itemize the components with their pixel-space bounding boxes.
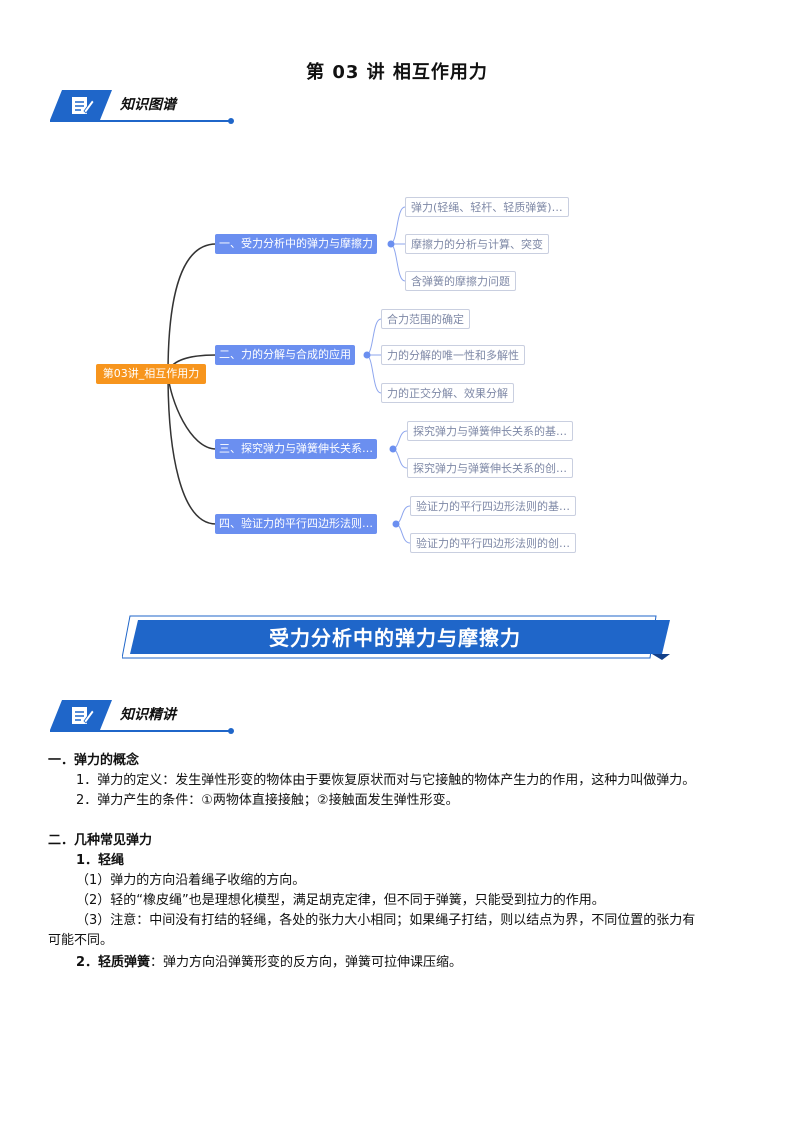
mindmap-leaf: 验证力的平行四边形法则的创…	[410, 533, 576, 553]
inline-text: ：弹力方向沿弹簧形变的反方向，弹簧可拉伸课压缩。	[150, 955, 463, 970]
paragraph: 2．弹力产生的条件：①两物体直接接触；②接触面发生弹性形变。	[76, 793, 459, 808]
heading-s2: 二．几种常见弹力	[48, 833, 153, 848]
notepad-pencil-icon	[70, 94, 94, 116]
notepad-pencil-icon	[70, 704, 94, 726]
mindmap-leaf: 弹力(轻绳、轻杆、轻质弹簧)…	[405, 197, 569, 217]
section-badge	[50, 700, 112, 730]
section-banner	[122, 615, 670, 660]
mindmap-branch: 二、力的分解与合成的应用	[215, 345, 355, 365]
mindmap-leaf: 含弹簧的摩擦力问题	[405, 271, 516, 291]
mindmap-branch: 四、验证力的平行四边形法则…	[215, 514, 377, 534]
mindmap-root: 第03讲_相互作用力	[96, 364, 206, 384]
paragraph: （3）注意：中间没有打结的轻绳，各处的张力大小相同；如果绳子打结，则以结点为界，…	[76, 913, 696, 928]
header-underline-dot	[228, 728, 234, 734]
section-header-lecture: 知识精讲	[50, 700, 234, 734]
mindmap-leaf: 摩擦力的分析与计算、突变	[405, 234, 549, 254]
section-badge	[50, 90, 112, 120]
paragraph: 可能不同。	[48, 933, 114, 948]
mindmap-leaf: 合力范围的确定	[381, 309, 470, 329]
header-underline	[50, 730, 232, 732]
page-title: 第 03 讲 相互作用力	[306, 62, 488, 83]
section-header-map: 知识图谱	[50, 90, 234, 124]
mindmap-leaf: 验证力的平行四边形法则的基…	[410, 496, 576, 516]
paragraph: 1．弹力的定义：发生弹性形变的物体由于要恢复原状而对与它接触的物体产生力的作用，…	[76, 773, 696, 788]
header-underline	[50, 120, 232, 122]
mindmap-branch: 一、受力分析中的弹力与摩擦力	[215, 234, 377, 254]
mindmap-leaf: 力的正交分解、效果分解	[381, 383, 514, 403]
mindmap-leaf: 力的分解的唯一性和多解性	[381, 345, 525, 365]
mindmap-branch: 三、探究弹力与弹簧伸长关系…	[215, 439, 377, 459]
paragraph: （1）弹力的方向沿着绳子收缩的方向。	[76, 873, 306, 888]
section-header-label: 知识精讲	[120, 707, 176, 723]
header-underline-dot	[228, 118, 234, 124]
mindmap-connectors	[167, 206, 411, 544]
inline-term: 2．轻质弹簧	[76, 955, 151, 970]
paragraph: （2）轻的“橡皮绳”也是理想化模型，满足胡克定律，但不同于弹簧，只能受到拉力的作…	[76, 893, 605, 908]
heading-s1: 一．弹力的概念	[48, 753, 140, 768]
subheading: 1．轻绳	[76, 853, 125, 868]
banner-title: 受力分析中的弹力与摩擦力	[269, 626, 521, 650]
section-header-label: 知识图谱	[120, 97, 176, 113]
mindmap-leaf: 探究弹力与弹簧伸长关系的基…	[407, 421, 573, 441]
paragraph: 2．轻质弹簧：弹力方向沿弹簧形变的反方向，弹簧可拉伸课压缩。	[76, 953, 776, 973]
mindmap-leaf: 探究弹力与弹簧伸长关系的创…	[407, 458, 573, 478]
